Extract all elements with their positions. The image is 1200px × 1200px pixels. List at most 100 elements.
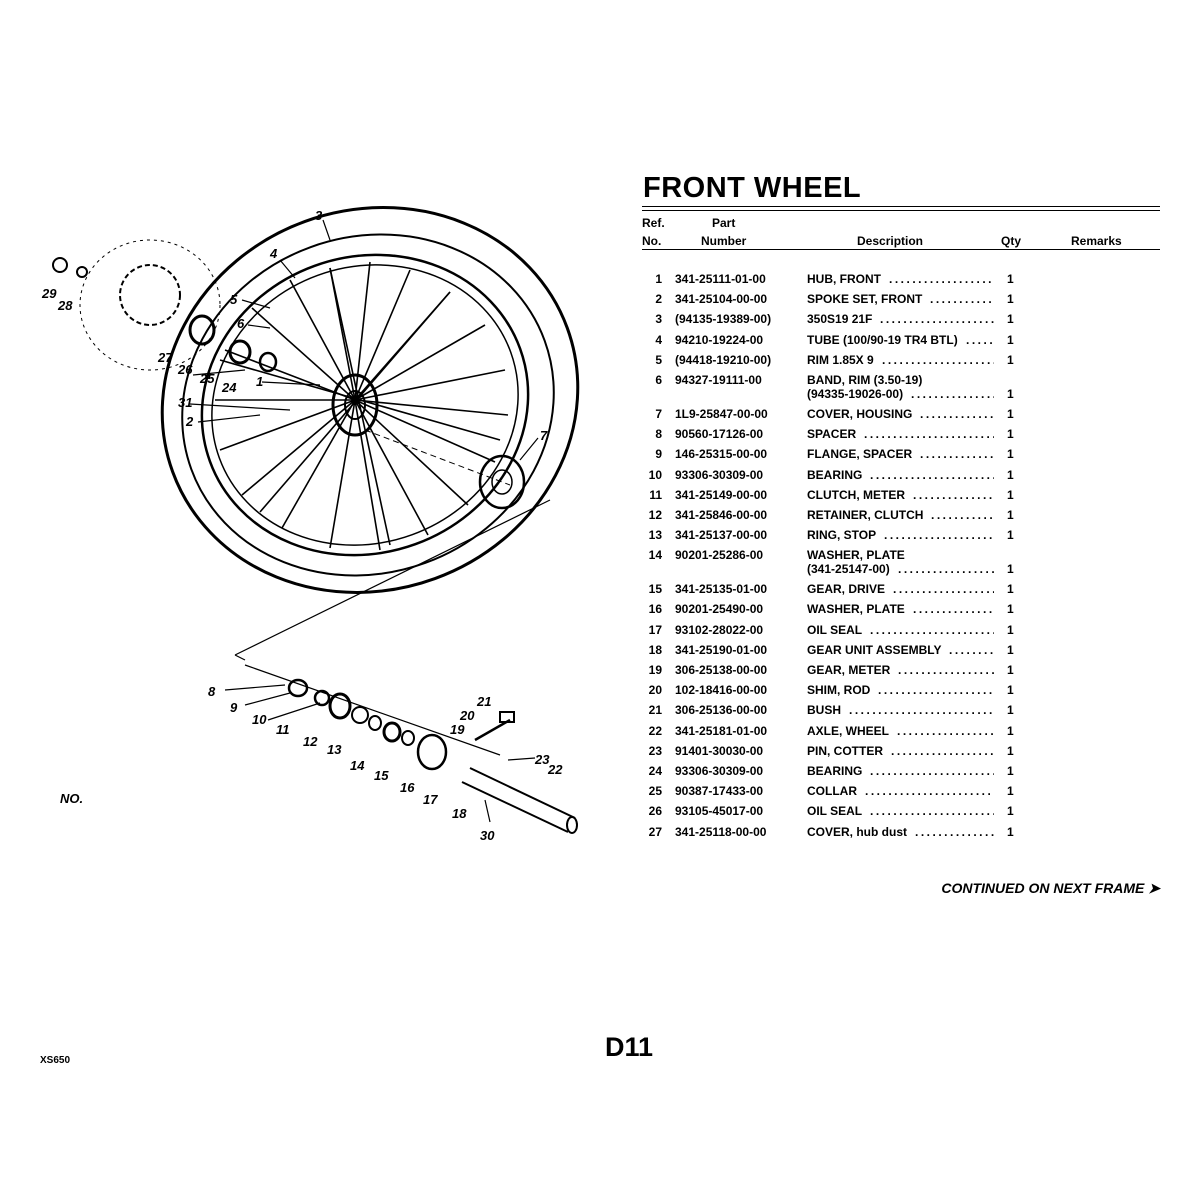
callout-7: 7 [540,428,548,443]
continued-note: CONTINUED ON NEXT FRAME ➤ [941,880,1160,896]
part-number: 94327-19111-00 [675,372,762,387]
description: FLANGE, SPACER [807,447,913,462]
callout-19: 19 [450,722,465,737]
description: CLUTCH, METER [807,487,905,502]
ref-no: 2 [655,292,662,307]
parts-table: 1 341-25111-01-00 HUB, FRONT 1.............… [642,272,1160,845]
header-rule [642,249,1160,250]
callout-30: 30 [480,828,495,843]
quantity: 1 [1007,292,1014,307]
quantity: 1 [1007,703,1014,718]
header-ref-top: Ref. [642,216,665,230]
part-number: 146-25315-00-00 [675,447,768,462]
dot-leader: ........................................… [882,352,994,367]
dot-leader: ........................................… [891,743,994,758]
ref-no: 19 [648,663,662,677]
dot-leader: ........................................… [930,292,994,307]
ref-no: 5 [655,352,662,367]
quantity: 1 [1007,427,1014,442]
part-number: (94418-19210-00) [675,352,772,367]
ref-no: 10 [648,467,662,482]
dot-leader: ........................................… [949,642,994,657]
description: WASHER, PLATE [807,548,905,563]
part-number: 341-25149-00-00 [675,487,768,502]
ref-no: 26 [648,804,662,819]
ref-no: 9 [655,447,662,462]
callout-5: 5 [230,292,238,307]
description: GEAR UNIT ASSEMBLY [807,642,942,657]
callout-4: 4 [269,246,278,261]
dot-leader: ........................................… [870,763,994,778]
dot-leader: ........................................… [897,723,994,738]
ref-no: 13 [648,528,662,543]
quantity: 1 [1007,602,1014,617]
callout-15: 15 [374,768,389,783]
callout-24: 24 [221,380,237,395]
header-part-top: Part [712,216,736,230]
description: SPACER [807,427,857,442]
quantity: 1 [1007,763,1014,778]
callout-10: 10 [252,712,267,727]
part-number: 341-25111-01-00 [675,272,766,286]
ref-no: 20 [648,683,662,698]
dot-leader: ........................................… [915,824,994,839]
quantity: 1 [1007,622,1014,637]
description: BEARING [807,467,863,482]
description: HUB, FRONT [807,272,881,286]
ref-no: 8 [655,427,662,442]
callout-11: 11 [276,722,290,737]
quantity: 1 [1007,743,1014,758]
quantity: 1 [1007,507,1014,522]
callout-16: 16 [400,780,415,795]
ref-no: 6 [655,372,662,387]
part-number: 93306-30309-00 [675,763,764,778]
header-remarks: Remarks [1071,234,1122,248]
callout-17: 17 [423,792,438,807]
part-number: 341-25190-01-00 [675,642,768,657]
part-number: (94135-19389-00) [675,312,772,327]
description: COVER, hub dust [807,824,907,839]
part-number: 1L9-25847-00-00 [675,406,768,421]
ref-no: 15 [648,582,662,597]
table-row: 27 341-25118-00-00 COVER, hub dust 1.......… [642,825,1160,845]
description: OIL SEAL [807,622,863,637]
ref-no: 21 [648,703,662,718]
description: 350S19 21F [807,312,873,327]
callout-22: 22 [547,762,563,777]
ref-no: 11 [649,487,662,502]
dot-leader: ........................................… [913,602,994,617]
ref-no: 23 [648,743,662,758]
callout-12: 12 [303,734,318,749]
part-number: 341-25118-00-00 [675,824,767,839]
part-number: 94210-19224-00 [675,332,764,347]
description: AXLE, WHEEL [807,723,890,738]
callout-9: 9 [230,700,238,715]
dot-leader: ........................................… [870,467,994,482]
part-number: 91401-30030-00 [675,743,764,758]
ref-no: 18 [648,642,662,657]
model-label: XS650 [40,1055,71,1066]
callout-2: 2 [185,414,194,429]
ref-no: 27 [648,824,662,839]
callout-28: 28 [57,298,73,313]
description: RIM 1.85X 9 [807,352,874,367]
callout-18: 18 [452,806,467,821]
quantity: 1 [1007,824,1014,839]
part-number: 90560-17126-00 [675,427,764,442]
callout-8: 8 [208,684,216,699]
quantity: 1 [1007,723,1014,738]
description: PIN, COTTER [807,743,884,758]
description: GEAR, DRIVE [807,582,886,597]
dot-leader: ........................................… [931,507,994,522]
dot-leader: ........................................… [864,427,994,442]
